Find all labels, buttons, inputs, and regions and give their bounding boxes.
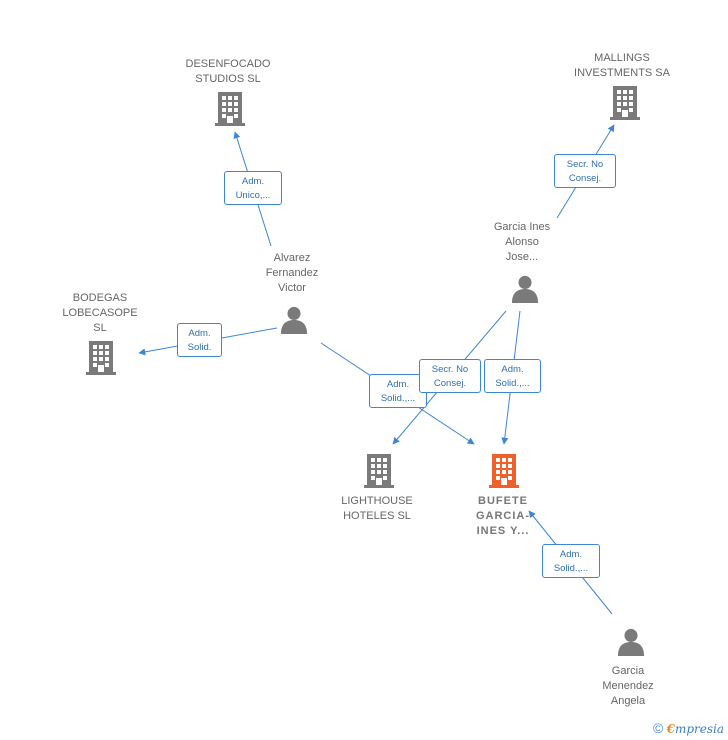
bodegas-label[interactable]: BODEGAS LOBECASOPE SL [62, 292, 138, 334]
empresia-watermark: © €mpresia [653, 720, 724, 736]
mallings-label[interactable]: MALLINGS INVESTMENTS SA [574, 52, 670, 79]
mallings-building-icon[interactable] [610, 86, 640, 120]
edge-label-garcia-solid: Adm. Solid.,... [484, 359, 541, 393]
garcia-ines-person-icon[interactable] [511, 275, 539, 303]
bufete-building-icon[interactable] [489, 454, 519, 488]
edge-label-garcia-secr: Secr. No Consej. [419, 359, 481, 393]
garcia-menendez-label[interactable]: Garcia Menendez Angela [602, 665, 654, 707]
lighthouse-label[interactable]: LIGHTHOUSE HOTELES SL [341, 495, 413, 522]
desenfocado-label[interactable]: DESENFOCADO STUDIOS SL [185, 58, 271, 85]
edge-label-mallings: Secr. No Consej. [554, 154, 616, 188]
bodegas-building-icon[interactable] [86, 341, 116, 375]
copyright-icon: © [652, 720, 664, 736]
brand-name: €mpresia [666, 722, 724, 736]
edge-label-bodegas: Adm. Solid. [177, 323, 222, 357]
edge-label-adm-unico: Adm. Unico,... [224, 171, 282, 205]
alvarez-label[interactable]: Alvarez Fernandez Victor [265, 252, 319, 294]
bufete-label[interactable]: BUFETE GARCIA- INES Y... [475, 495, 531, 537]
edge-label-alvarez-solid: Adm. Solid.,... [369, 374, 427, 408]
edge-label-menendez: Adm. Solid.,... [542, 544, 600, 578]
garcia-ines-label[interactable]: Garcia Ines Alonso Jose... [493, 221, 551, 263]
garcia-menendez-person-icon[interactable] [617, 628, 645, 656]
alvarez-person-icon[interactable] [280, 306, 308, 334]
desenfocado-building-icon[interactable] [215, 92, 245, 126]
lighthouse-building-icon[interactable] [364, 454, 394, 488]
